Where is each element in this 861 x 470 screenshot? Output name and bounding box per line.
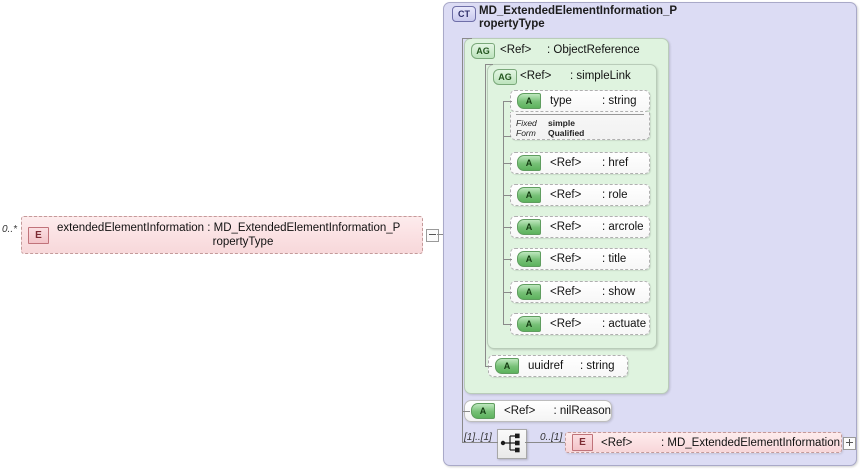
attribute-badge-icon: A [517,93,541,109]
left-element-cardinality: 0..* [2,224,18,235]
facet-key: Form [516,128,536,138]
ag-outer-badge-icon: AG [471,43,495,59]
attribute-name: <Ref> [550,221,582,233]
ag-outer-type: : ObjectReference [547,44,640,56]
attribute-badge-icon: A [517,316,541,332]
connector-line [462,411,470,412]
element-ref-md-extendedelementinformation[interactable]: E <Ref> : MD_ExtendedElementInformation [565,432,842,453]
plus-icon[interactable] [843,437,856,450]
left-element-separator: : [204,222,214,234]
attribute-type: : nilReason [553,405,611,417]
attribute-row-show[interactable]: A <Ref> : show [510,281,650,303]
ref-element-name: <Ref> [601,436,633,449]
attribute-type: : string [580,360,615,372]
left-element-name: extendedElementInformation [57,222,205,234]
sequence-cardinality-left: [1]..[1] [464,432,492,443]
connector-line [503,227,512,228]
connector-line [485,366,492,367]
attribute-name: uuidref [528,360,564,372]
connector-line [503,259,512,260]
attribute-row-nilreason[interactable]: A <Ref> : nilReason [464,400,612,422]
attribute-name: <Ref> [504,405,536,417]
connector-line [462,38,463,442]
element-extendedelementinformation[interactable]: E extendedElementInformation : MD_Extend… [21,216,423,254]
ct-badge-icon: CT [452,6,476,22]
attribute-type: : arcrole [602,221,644,233]
ag-outer-ref: <Ref> [500,44,532,56]
attribute-badge-icon: A [517,187,541,203]
facet-list: Fixed simple Form Qualified [516,118,584,138]
facets-divider [516,114,644,115]
left-element-type-wrap: ropertyType [212,236,274,248]
element-badge-icon: E [28,226,49,244]
attribute-badge-icon: A [471,403,495,419]
attribute-name: <Ref> [550,318,582,330]
connector-line [485,64,486,366]
attribute-facets-panel [510,112,650,140]
connector-line [503,195,512,196]
attribute-row-href[interactable]: A <Ref> : href [510,152,650,174]
facet-value: simple [548,118,575,128]
ag-inner-badge-icon: AG [493,69,517,85]
connector-line [503,163,512,164]
attribute-badge-icon: A [495,358,519,374]
left-element-type: MD_ExtendedElementInformation_P [213,222,401,234]
attribute-row-title[interactable]: A <Ref> : title [510,248,650,270]
attribute-row-type[interactable]: A type : string [510,90,650,112]
attribute-row-arcrole[interactable]: A <Ref> : arcrole [510,216,650,238]
left-element-label: extendedElementInformation : MD_Extended… [57,221,429,249]
complex-type-title: MD_ExtendedElementInformation_P ropertyT… [479,5,729,31]
connector-line [503,101,504,324]
attribute-row-role[interactable]: A <Ref> : role [510,184,650,206]
attribute-type: : show [602,286,636,298]
facet-row: Form Qualified [516,128,584,138]
ct-title-line2: ropertyType [479,18,545,30]
connector-line [503,101,512,102]
sequence-cardinality-right: 0..[1] [540,432,563,443]
ref-element-type: : MD_ExtendedElementInformation [661,436,840,449]
sequence-compositor-icon[interactable] [497,429,527,459]
ag-inner-ref: <Ref> [520,70,552,82]
attribute-badge-icon: A [517,284,541,300]
facet-value: Qualified [548,128,585,138]
connector-line [462,442,498,443]
facet-row: Fixed simple [516,118,584,128]
attribute-name: type [550,95,572,107]
connector-line [503,136,511,137]
connector-line [462,38,472,39]
attribute-name: <Ref> [550,253,582,265]
attribute-type: : role [602,189,628,201]
attribute-name: <Ref> [550,157,582,169]
attribute-badge-icon: A [517,155,541,171]
attribute-row-actuate[interactable]: A <Ref> : actuate [510,313,650,335]
element-badge-icon: E [572,434,593,451]
connector-line [525,442,565,443]
attribute-row-uuidref[interactable]: A uuidref : string [488,355,628,377]
attribute-name: <Ref> [550,286,582,298]
connector-line [503,118,504,136]
connector-line [485,64,493,65]
ct-title-line1: MD_ExtendedElementInformation_P [479,5,678,17]
attribute-type: : href [602,157,629,169]
minus-icon[interactable] [426,229,439,242]
ag-inner-type: : simpleLink [570,70,631,82]
connector-line [503,324,512,325]
attribute-name: <Ref> [550,189,582,201]
attribute-type: : actuate [602,318,647,330]
attribute-type: : string [602,95,637,107]
connector-line [503,292,512,293]
attribute-badge-icon: A [517,219,541,235]
facet-key: Fixed [516,118,537,128]
attribute-type: : title [602,253,627,265]
attribute-badge-icon: A [517,251,541,267]
